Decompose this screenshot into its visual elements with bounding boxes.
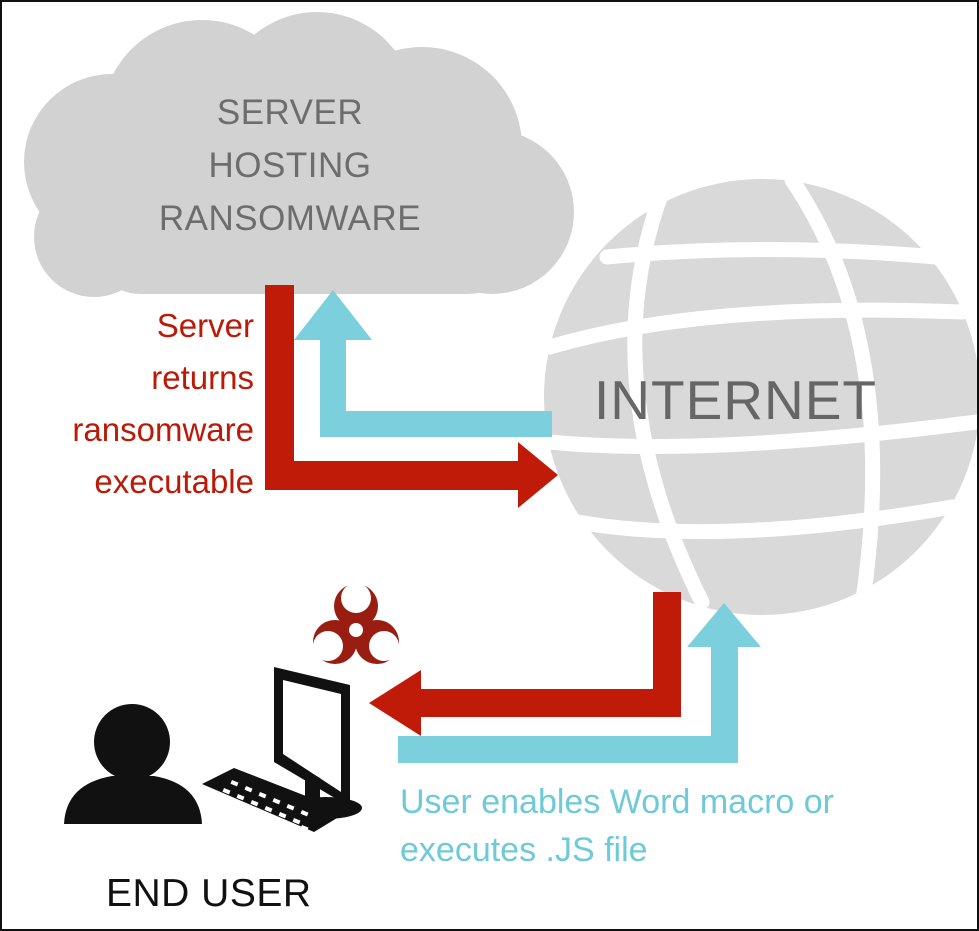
user-note-line-2: executes .JS file: [400, 831, 648, 869]
payload-to-user-arrow: [369, 592, 681, 736]
server-note-line-2: returns: [151, 359, 254, 396]
server-label-line-3: RANSOMWARE: [158, 199, 422, 238]
server-note-line-1: Server: [156, 307, 254, 344]
user-note-line-1: User enables Word macro or: [400, 783, 834, 821]
keyboard-icon: [202, 768, 347, 832]
internet-label: INTERNET: [594, 369, 877, 431]
user-action-arrow: [398, 603, 761, 763]
globe-icon: [542, 172, 977, 615]
biohazard-icon: [313, 583, 399, 664]
download-from-server-arrow: [265, 285, 558, 508]
server-label-line-1: SERVER: [216, 93, 364, 132]
server-label-line-2: HOSTING: [208, 146, 372, 185]
server-label: SERVER HOSTING RANSOMWARE: [120, 86, 460, 245]
person-icon: [64, 704, 202, 824]
server-note-line-3: ransomware: [72, 411, 254, 448]
user-action-note: User enables Word macro or executes .JS …: [400, 778, 960, 874]
cloud-icon: [24, 12, 574, 297]
server-note-line-4: executable: [94, 463, 254, 500]
request-to-server-arrow: [294, 290, 552, 437]
end-user-label: END USER: [106, 872, 312, 915]
monitor-icon: [274, 667, 362, 819]
server-returns-note: Server returns ransomware executable: [62, 300, 254, 508]
